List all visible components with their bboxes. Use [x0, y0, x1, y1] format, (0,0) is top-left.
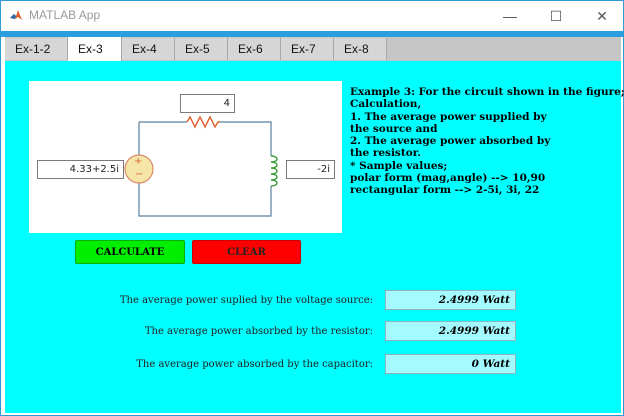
circuit-diagram: + − 4 4.33+2.5i -2i — [29, 81, 342, 233]
description-line: 2. The average power absorbed by — [350, 135, 551, 148]
source-minus-sign: − — [135, 169, 144, 180]
tab-ex-4[interactable]: Ex-4 — [122, 38, 175, 60]
minimize-button[interactable]: — — [487, 1, 533, 31]
maximize-button[interactable]: ☐ — [533, 1, 579, 31]
inductor-value-input[interactable]: -2i — [286, 160, 335, 179]
resistor-value-input[interactable]: 4 — [180, 94, 235, 113]
description-line: polar form (mag,angle) --> 10,90 — [350, 172, 546, 185]
circuit-schematic — [124, 115, 278, 217]
capacitor-power-label: The average power absorbed by the capaci… — [136, 359, 373, 370]
source-plus-sign: + — [134, 156, 143, 167]
clear-button[interactable]: CLEAR — [192, 240, 301, 264]
title-accent-strip — [1, 31, 623, 37]
close-button[interactable]: ✕ — [579, 1, 624, 31]
tab-ex-1-2[interactable]: Ex-1-2 — [5, 38, 68, 60]
matlab-logo-icon — [9, 8, 23, 22]
source-power-label: The average power suplied by the voltage… — [119, 295, 373, 306]
title-bar: MATLAB App — ☐ ✕ — [1, 1, 623, 31]
source-power-output: 2.4999 Watt — [385, 290, 516, 310]
resistor-power-label: The average power absorbed by the resist… — [144, 326, 373, 337]
source-value-input[interactable]: 4.33+2.5i — [37, 160, 124, 179]
description-line: the resistor. — [350, 147, 421, 160]
resistor-icon — [186, 115, 220, 129]
ex-3-panel: + − 4 4.33+2.5i -2i Example 3: For the c… — [5, 61, 624, 413]
tab-ex-6[interactable]: Ex-6 — [228, 38, 281, 60]
minimize-icon: — — [503, 8, 517, 24]
tab-ex-7[interactable]: Ex-7 — [281, 38, 334, 60]
description-line: rectangular form --> 2-5i, 3i, 22 — [350, 184, 540, 197]
example-description: Example 3: For the circuit shown in the … — [350, 86, 624, 197]
tab-bar: Ex-1-2 Ex-3 Ex-4 Ex-5 Ex-6 Ex-7 Ex-8 — [5, 37, 621, 61]
capacitor-power-output: 0 Watt — [385, 354, 516, 374]
tab-ex-5[interactable]: Ex-5 — [175, 38, 228, 60]
inductor-icon — [270, 155, 278, 187]
calculate-button[interactable]: CALCULATE — [75, 240, 185, 264]
resistor-power-output: 2.4999 Watt — [385, 321, 516, 341]
tab-ex-3[interactable]: Ex-3 — [68, 37, 122, 61]
description-line: * Sample values; — [350, 159, 448, 172]
description-line: the source and — [350, 122, 438, 135]
description-line: Calculation, — [350, 98, 422, 111]
window-title: MATLAB App — [29, 8, 101, 22]
maximize-icon: ☐ — [549, 7, 563, 24]
wire-top-right — [220, 121, 272, 156]
description-line: 1. The average power supplied by — [350, 110, 547, 123]
wire-bottom — [138, 182, 272, 217]
tab-ex-8[interactable]: Ex-8 — [334, 38, 387, 60]
voltage-source-icon — [124, 154, 154, 184]
close-icon: ✕ — [596, 7, 608, 24]
description-line: Example 3: For the circuit shown in the … — [350, 86, 624, 98]
